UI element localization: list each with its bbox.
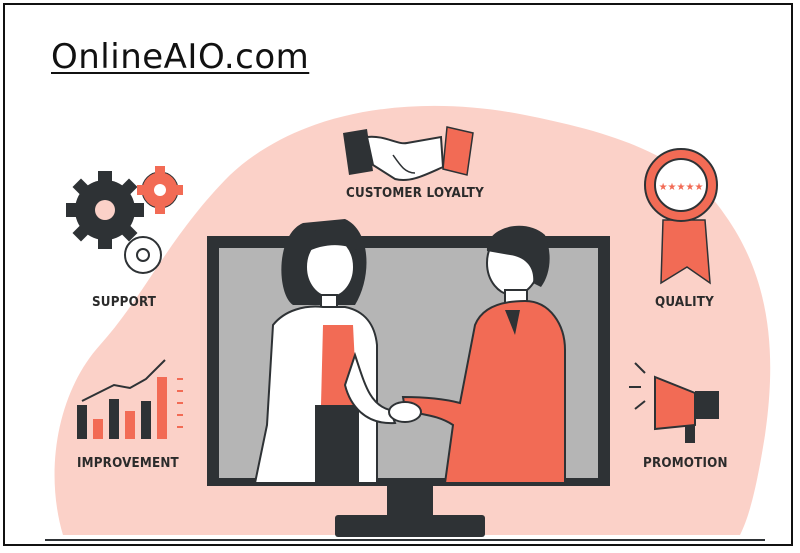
label-support: SUPPORT [92,295,157,310]
woman-figure [253,219,397,484]
illustration-frame: ★★★★★ OnlineAIO.com [3,3,793,546]
label-customer-loyalty: CUSTOMER LOYALTY [346,186,484,201]
svg-text:★★★★★: ★★★★★ [659,182,704,193]
illustration-canvas: ★★★★★ [45,105,771,541]
bar-chart-icon [77,359,183,439]
label-quality: QUALITY [655,295,714,310]
label-improvement: IMPROVEMENT [77,456,179,471]
label-promotion: PROMOTION [643,456,728,471]
ribbon-badge-icon: ★★★★★ [644,148,718,285]
brand-logo-text[interactable]: OnlineAIO.com [51,37,310,77]
megaphone-icon [629,362,719,443]
gears-icon [66,166,183,274]
man-figure [401,225,566,484]
handshake-center [388,401,422,423]
handshake-icon [343,126,474,181]
